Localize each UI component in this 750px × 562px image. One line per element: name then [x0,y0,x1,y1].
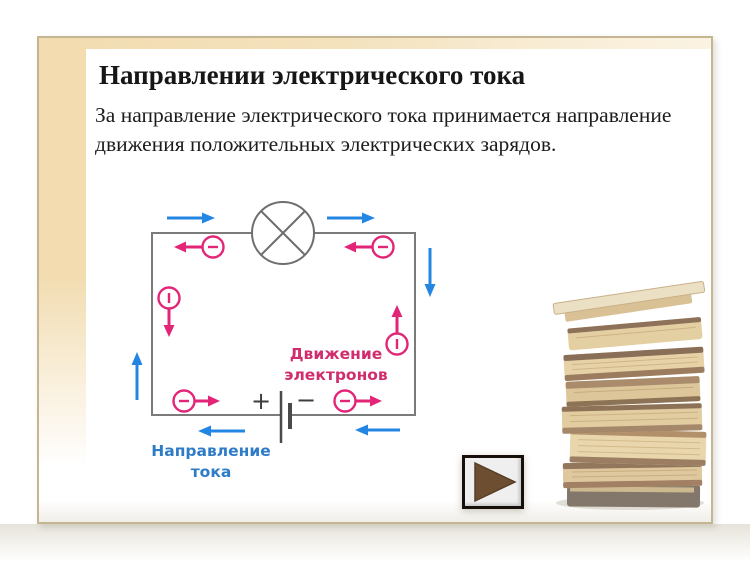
current-arrows [131,212,436,437]
label-line: Направление [151,442,271,460]
page-bottom-shadow [0,524,750,562]
electron-right-icon [172,389,220,413]
electron-symbols [157,235,409,413]
electron-up-icon [385,305,409,356]
play-icon [474,461,517,503]
body-line: За направление электрического тока прини… [95,103,672,127]
current-arrow-down-icon [424,248,436,297]
electron-left-icon [344,235,395,259]
book [565,376,701,407]
slide-title: Направлении электрического тока [99,60,526,90]
slide-frame [37,36,713,524]
slide-body: За направление электрического тока прини… [95,101,710,159]
battery-minus-sign: − [296,386,316,414]
circuit-diagram: + − [131,201,436,443]
book [567,317,703,351]
electron-right-icon [333,389,382,413]
book [569,428,707,466]
book [561,403,703,434]
current-arrow-right-icon [167,212,215,224]
next-slide-button[interactable] [462,455,524,509]
frame-bottom-shade [39,500,711,522]
books-image [552,280,707,510]
current-arrow-up-icon [131,352,143,400]
battery-symbol: + − [251,386,316,443]
book [566,483,701,508]
electron-left-icon [174,235,225,259]
battery-plus-sign: + [251,387,271,415]
frame-top-beige-band [39,38,711,49]
current-arrow-left-icon [198,425,245,437]
current-direction-label: Направление тока [148,441,274,483]
circuit-wire [151,232,416,416]
current-arrow-right-icon [327,212,375,224]
label-line: Движение [289,345,383,363]
label-line: электронов [284,366,388,384]
lamp-icon [251,201,315,265]
electron-movement-label: Движение электронов [272,344,400,386]
book [552,280,706,322]
current-arrow-left-icon [355,424,400,436]
electron-down-icon [157,286,181,337]
book [563,346,705,382]
frame-left-beige-band [39,38,86,468]
body-line: движения положительных электрических зар… [95,132,557,156]
label-line: тока [190,463,232,481]
